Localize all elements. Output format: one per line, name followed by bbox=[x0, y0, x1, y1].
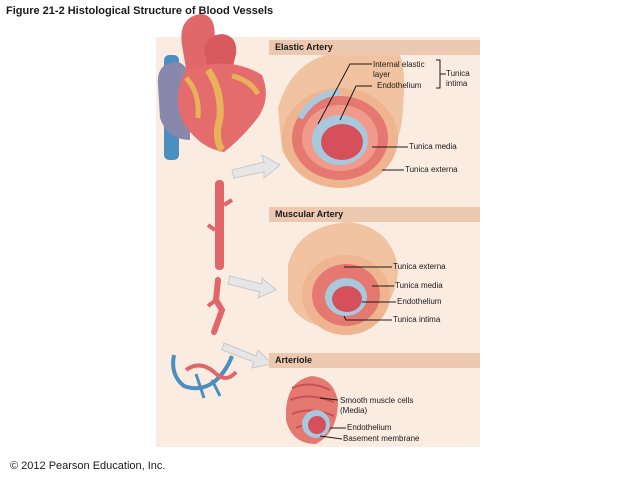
label-endothelium-muscular: Endothelium bbox=[397, 297, 441, 307]
label-tunica-intima-muscular: Tunica intima bbox=[393, 315, 440, 325]
copyright-notice: © 2012 Pearson Education, Inc. bbox=[10, 460, 165, 472]
label-internal-elastic-layer: Internal elastic layer bbox=[373, 60, 441, 80]
muscular-artery-illustration bbox=[288, 222, 398, 335]
label-endothelium-arteriole: Endothelium bbox=[347, 423, 391, 433]
label-smooth-muscle-cells: Smooth muscle cells (Media) bbox=[340, 396, 436, 416]
capillary-bed-illustration bbox=[173, 355, 236, 398]
arrow-to-elastic-artery bbox=[232, 155, 280, 178]
small-artery-illustration bbox=[208, 280, 222, 332]
label-basement-membrane: Basement membrane bbox=[343, 434, 419, 444]
heart-illustration bbox=[158, 14, 266, 160]
arrow-to-muscular-artery bbox=[228, 276, 276, 298]
label-tunica-media-muscular: Tunica media bbox=[395, 281, 443, 291]
label-tunica-media-elastic: Tunica media bbox=[409, 142, 457, 152]
arteriole-illustration bbox=[286, 376, 338, 444]
section-header-muscular-artery: Muscular Artery bbox=[269, 207, 480, 222]
label-tunica-intima-elastic: Tunica intima bbox=[446, 69, 480, 89]
artery-branch-illustration bbox=[208, 180, 232, 270]
label-endothelium-elastic: Endothelium bbox=[377, 81, 421, 91]
label-tunica-externa-elastic: Tunica externa bbox=[405, 165, 458, 175]
label-tunica-externa-muscular: Tunica externa bbox=[393, 262, 446, 272]
section-header-elastic-artery: Elastic Artery bbox=[269, 40, 480, 55]
section-header-arteriole: Arteriole bbox=[269, 353, 480, 368]
